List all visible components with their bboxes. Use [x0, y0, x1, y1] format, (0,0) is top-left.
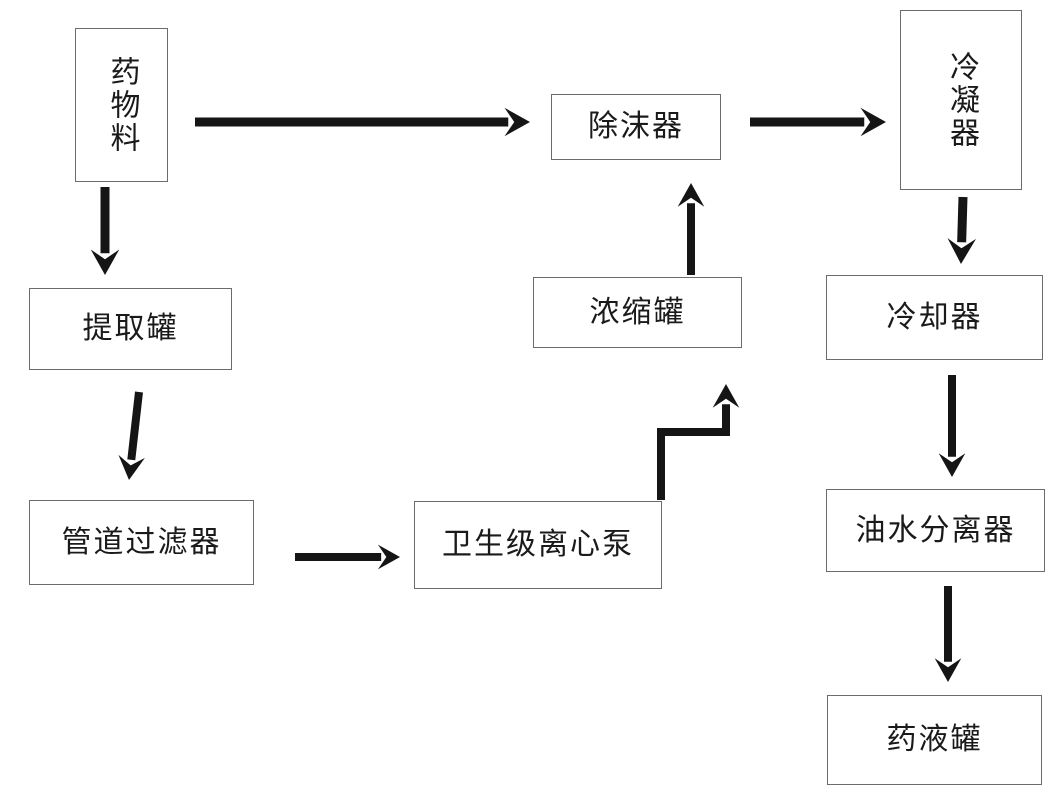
connector-raw-material-to-demister — [195, 107, 530, 137]
node-label-raw-material: 药物料 — [104, 55, 140, 155]
connector-raw-material-to-extraction-tank — [90, 187, 120, 275]
connector-arrowhead — [947, 238, 977, 264]
node-label-oil-water-separator: 油水分离器 — [855, 512, 1016, 548]
connector-demister-to-condenser — [750, 107, 886, 137]
connector-line — [957, 196, 968, 243]
node-demister[interactable]: 除沫器 — [551, 94, 721, 160]
node-oil-water-separator[interactable]: 油水分离器 — [826, 489, 1045, 572]
connector-arrowhead — [118, 454, 145, 480]
connector-arrowhead — [377, 544, 400, 570]
connector-arrowhead — [934, 658, 962, 682]
connector-cooler-to-oil-water-separator — [938, 375, 966, 477]
node-concentration-tank[interactable]: 浓缩罐 — [533, 277, 742, 348]
node-condenser[interactable]: 冷凝器 — [900, 10, 1022, 190]
connector-arrowhead — [504, 107, 530, 137]
node-centrifugal-pump[interactable]: 卫生级离心泵 — [414, 501, 662, 589]
connector-centrifugal-pump-to-concentration-tank — [657, 384, 740, 500]
node-label-condenser: 冷凝器 — [944, 50, 979, 150]
node-cooler[interactable]: 冷却器 — [826, 275, 1043, 360]
connector-condenser-to-cooler — [947, 196, 977, 264]
node-label-concentration-tank: 浓缩罐 — [589, 294, 686, 330]
connector-pipeline-filter-to-centrifugal-pump — [295, 544, 400, 570]
connector-concentration-tank-to-demister — [677, 183, 705, 275]
node-raw-material[interactable]: 药物料 — [75, 28, 168, 182]
node-label-centrifugal-pump: 卫生级离心泵 — [442, 527, 634, 563]
node-label-liquid-medicine-tank: 药液罐 — [886, 722, 983, 758]
node-label-cooler: 冷却器 — [886, 299, 983, 335]
connector-line — [657, 404, 730, 500]
connector-arrowhead — [712, 384, 740, 408]
connector-line — [127, 391, 143, 461]
node-label-pipeline-filter: 管道过滤器 — [61, 524, 222, 560]
connector-extraction-tank-to-pipeline-filter — [118, 391, 145, 480]
node-pipeline-filter[interactable]: 管道过滤器 — [29, 500, 254, 585]
node-extraction-tank[interactable]: 提取罐 — [29, 288, 232, 370]
connector-arrowhead — [677, 183, 705, 207]
connector-arrowhead — [860, 107, 886, 137]
connector-arrowhead — [90, 249, 120, 275]
node-label-extraction-tank: 提取罐 — [82, 311, 179, 347]
node-liquid-medicine-tank[interactable]: 药液罐 — [827, 695, 1042, 785]
node-label-demister: 除沫器 — [588, 109, 684, 145]
connector-oil-water-separator-to-liquid-medicine-tank — [934, 586, 962, 682]
connector-arrowhead — [938, 453, 966, 477]
